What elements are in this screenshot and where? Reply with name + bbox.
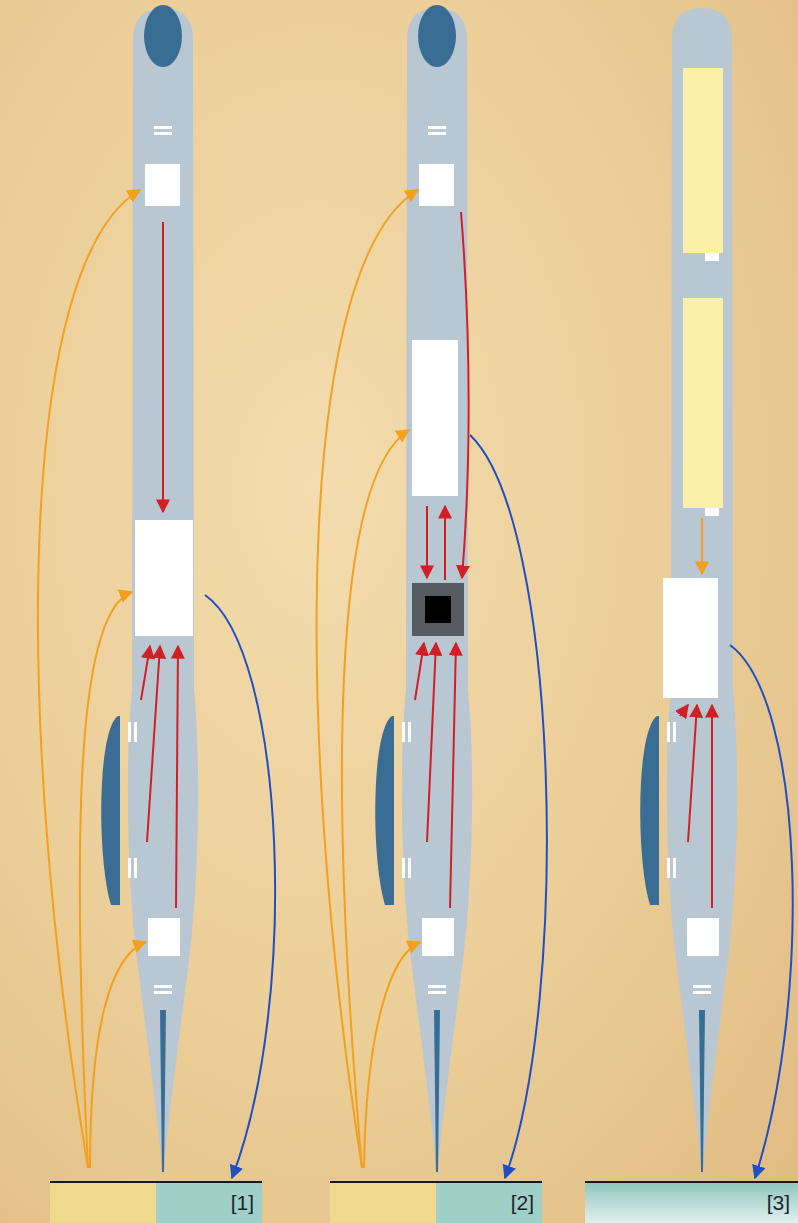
memory-box xyxy=(412,340,458,496)
signal-arrow xyxy=(461,212,469,578)
surface-band: [3] xyxy=(585,1181,798,1223)
pen-tip xyxy=(699,1010,705,1172)
button-mark xyxy=(134,858,137,878)
signal-arrow xyxy=(90,942,146,1168)
pen-body xyxy=(128,8,198,1178)
sensor-box xyxy=(687,918,719,956)
sensor-box xyxy=(148,918,180,956)
battery xyxy=(683,68,723,253)
sensor-box xyxy=(145,164,180,206)
pen xyxy=(640,8,737,1178)
pen-tip xyxy=(160,1010,166,1172)
signal-arrow xyxy=(470,435,547,1178)
signal-arrow xyxy=(38,190,140,1168)
signal-arrow xyxy=(342,430,409,1168)
button-mark xyxy=(408,722,411,742)
pen-parts xyxy=(135,68,723,698)
memory-box xyxy=(663,578,718,698)
sensor-box xyxy=(422,918,454,956)
pen-tip xyxy=(434,1010,440,1172)
button-mark xyxy=(134,722,137,742)
signal-arrow xyxy=(141,646,150,700)
pen-body xyxy=(402,8,472,1178)
signal-arrow xyxy=(162,222,164,512)
sensor-mark xyxy=(693,991,711,994)
signal-arrow xyxy=(680,705,688,716)
sensor-mark xyxy=(693,985,711,988)
button-mark xyxy=(402,858,405,878)
pen-cap xyxy=(418,5,456,67)
memory-box xyxy=(135,520,193,636)
signal-arrow xyxy=(426,506,428,578)
callout-number: [1] xyxy=(231,1191,254,1215)
signal-arrow xyxy=(427,643,436,842)
pen xyxy=(101,5,198,1178)
pen-cap xyxy=(144,5,182,67)
button-mark xyxy=(128,858,131,878)
signal-arrow xyxy=(415,643,424,700)
button-mark xyxy=(673,722,676,742)
signal-arrow xyxy=(147,646,160,842)
battery xyxy=(683,298,723,508)
battery-terminal xyxy=(705,253,719,261)
signal-arrow xyxy=(730,645,793,1178)
callout-number: [3] xyxy=(767,1191,790,1215)
button-mark xyxy=(667,722,670,742)
signal-arrow xyxy=(450,643,456,908)
surface-band: [2] xyxy=(330,1181,542,1223)
signal-arrow xyxy=(364,942,420,1168)
sensor-mark xyxy=(154,126,172,129)
battery-terminal xyxy=(705,508,719,516)
side-button xyxy=(375,716,394,905)
sensor-mark xyxy=(154,985,172,988)
signal-arrow xyxy=(711,705,713,908)
sensor-mark xyxy=(154,991,172,994)
arrows xyxy=(38,190,793,1178)
signal-arrow xyxy=(205,595,275,1178)
button-mark xyxy=(402,722,405,742)
signal-arrow xyxy=(444,506,446,580)
button-mark xyxy=(673,858,676,878)
surface-band: [1] xyxy=(50,1181,262,1223)
signal-arrow xyxy=(317,190,418,1168)
sensor-mark xyxy=(428,985,446,988)
sensor-mark xyxy=(428,132,446,135)
side-button xyxy=(101,716,120,905)
signal-arrow xyxy=(80,592,132,1168)
button-mark xyxy=(667,858,670,878)
sensor-mark xyxy=(428,126,446,129)
sensor-box xyxy=(419,164,454,206)
pen xyxy=(375,5,472,1178)
sensor-mark xyxy=(154,132,172,135)
processor-chip xyxy=(412,583,464,636)
signal-arrow xyxy=(701,518,703,574)
button-mark xyxy=(128,722,131,742)
callout-number: [2] xyxy=(511,1191,534,1215)
processor-core xyxy=(425,596,451,623)
button-mark xyxy=(408,858,411,878)
side-button xyxy=(640,716,659,905)
signal-arrow xyxy=(688,705,697,842)
signal-arrow xyxy=(176,646,178,908)
sensor-mark xyxy=(428,991,446,994)
